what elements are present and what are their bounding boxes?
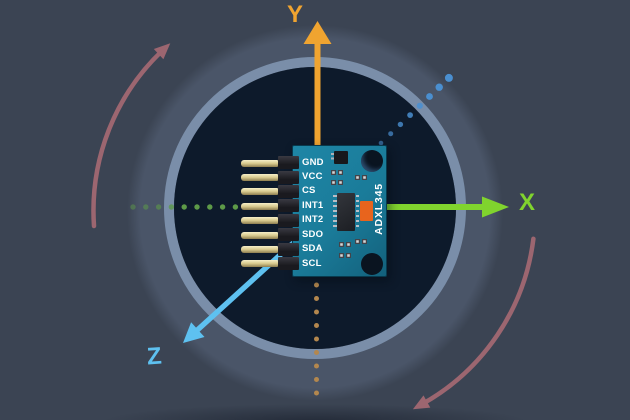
y-axis-arrow	[303, 21, 332, 146]
axis-label-y: Y	[287, 1, 304, 28]
pin-label: SDA	[302, 243, 323, 254]
header-pin	[241, 203, 278, 210]
smd-capacitor-pair	[331, 170, 343, 175]
header-pin	[241, 217, 278, 224]
pin-label: INT2	[302, 214, 324, 225]
adxl345-board: GND VCC CS INT1 INT2 SDO SDA SCL ADXL345	[241, 145, 387, 277]
pin-header-block	[278, 228, 299, 241]
pin-header-block	[278, 199, 299, 212]
pin-label: INT1	[302, 200, 324, 211]
pin-header-block	[278, 214, 299, 227]
ground-shadow	[30, 398, 600, 420]
negative-y-dots	[314, 282, 319, 396]
pin-header-block	[278, 257, 299, 270]
adxl345-ic-chip	[333, 193, 359, 231]
rotation-arrow-left	[91, 43, 171, 229]
axis-label-x: X	[519, 189, 536, 216]
pin-header-block	[278, 243, 299, 256]
smd-capacitor-pair	[339, 242, 351, 247]
pin-label: CS	[302, 185, 316, 196]
orange-component	[360, 201, 373, 221]
mounting-hole	[361, 253, 383, 275]
header-pin	[241, 188, 278, 195]
axis-label-z: Z	[146, 342, 163, 371]
pin-label: VCC	[302, 171, 323, 182]
pin-label: SDO	[302, 229, 324, 240]
mounting-hole	[361, 150, 383, 172]
header-pin	[241, 246, 278, 253]
smd-capacitor-pair	[339, 253, 351, 258]
header-pin	[241, 232, 278, 239]
pin-label: SCL	[302, 258, 322, 269]
pin-header-block	[278, 171, 299, 184]
smd-capacitor-pair	[331, 180, 343, 185]
smd-capacitor-pair	[355, 175, 367, 180]
negative-z-dots	[378, 73, 453, 146]
pin-label: GND	[302, 157, 324, 168]
pin-header-block	[278, 185, 299, 198]
smd-transistor	[331, 151, 348, 164]
smd-capacitor-pair	[355, 239, 367, 244]
pin-header-block	[278, 156, 299, 169]
x-axis-arrow	[386, 196, 509, 218]
chip-label: ADXL345	[373, 183, 385, 235]
rotation-arrow-right	[412, 236, 536, 410]
header-pin	[241, 260, 278, 267]
header-pin	[241, 160, 278, 167]
header-pin	[241, 174, 278, 181]
